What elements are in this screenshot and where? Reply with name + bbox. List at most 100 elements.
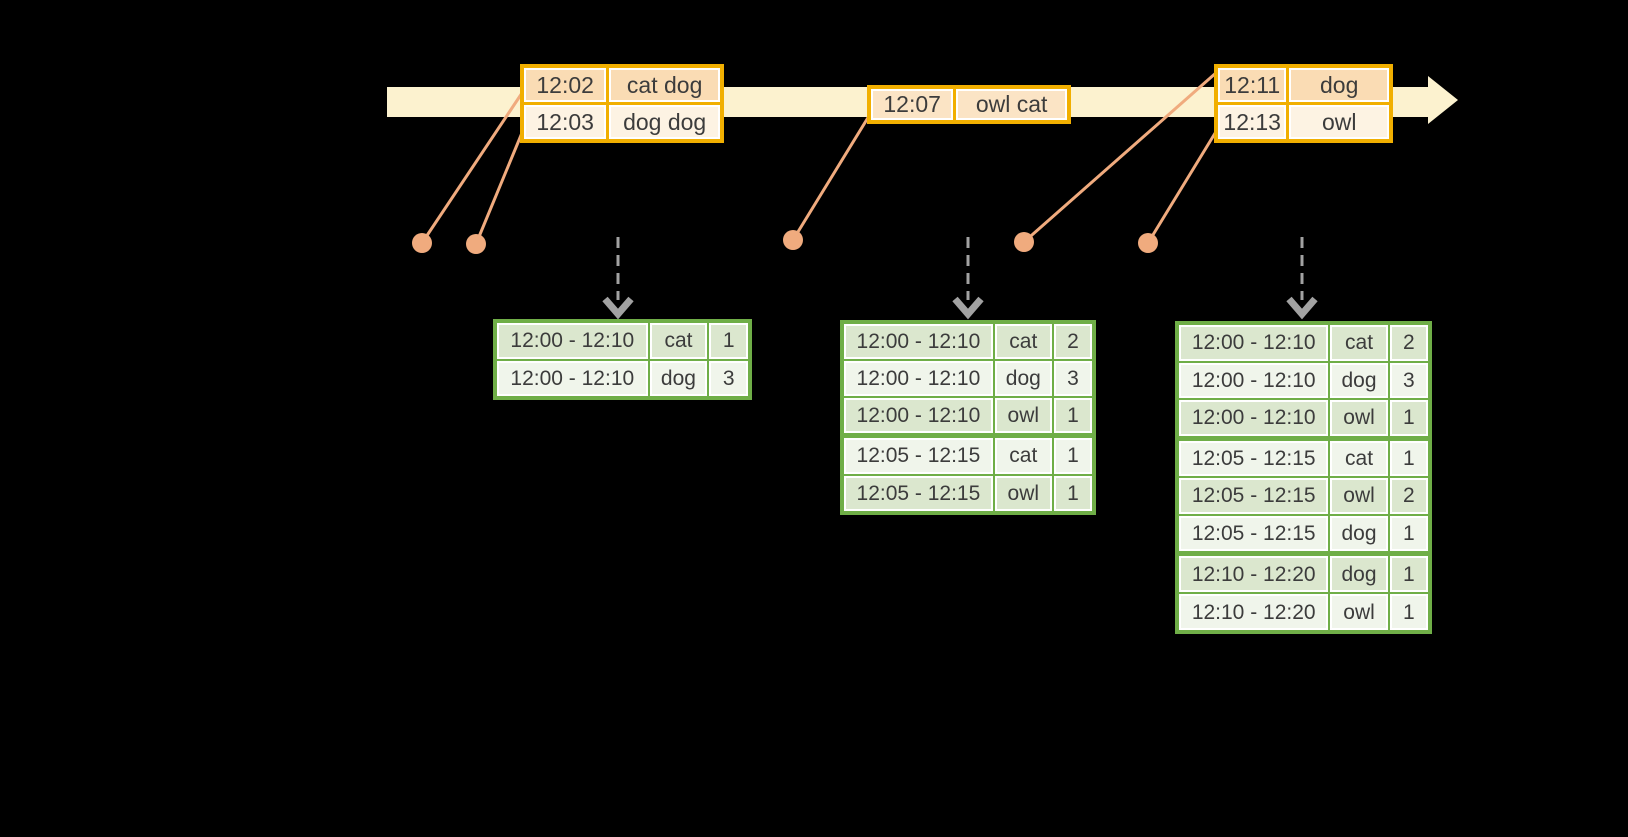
word: cat [1330,325,1388,361]
event-words: owl cat [956,89,1067,120]
window-range: 12:10 - 12:20 [1179,556,1329,593]
window-range: 12:00 - 12:10 [1179,362,1329,399]
arrow-down-icon [1286,296,1318,320]
word: owl [1330,594,1388,630]
event-words: dog [1289,68,1389,102]
count: 3 [709,360,748,396]
count: 1 [1053,398,1092,434]
word: cat [1330,440,1388,477]
event-time: 12:07 [871,89,954,120]
window-range: 12:00 - 12:10 [497,323,648,359]
word: dog [1330,515,1388,552]
count: 2 [1053,324,1092,360]
event-time: 12:03 [524,105,607,139]
word: owl [994,475,1052,512]
count: 2 [1389,478,1428,514]
connector-lines [420,70,1219,245]
event-dot [412,233,432,253]
connector-line [474,127,526,245]
word: cat [994,324,1052,360]
count: 1 [1053,438,1092,474]
event-dot [1014,232,1034,252]
connector-line [1023,70,1218,244]
word: owl [1330,400,1388,436]
event-time: 12:13 [1218,105,1287,139]
window-range: 12:00 - 12:10 [497,360,648,396]
event-words: cat dog [609,68,720,102]
word: cat [994,438,1052,474]
event-dot [1138,233,1158,253]
window-range: 12:05 - 12:15 [1179,440,1329,477]
timeline-arrowhead-icon [1428,76,1458,124]
connector-line [1146,129,1219,244]
count: 1 [1389,594,1428,630]
window-range: 12:00 - 12:10 [1179,325,1329,361]
event-dot [783,230,803,250]
event-dot [466,234,486,254]
count: 1 [1389,440,1428,477]
count: 3 [1053,361,1092,397]
window-range: 12:05 - 12:15 [1179,515,1329,552]
connector-line [420,89,526,244]
word: owl [1330,478,1388,514]
window-range: 12:05 - 12:15 [844,438,993,474]
trigger-arrows [602,237,1318,320]
word: dog [1330,556,1388,593]
arrow-down-icon [602,296,634,320]
window-range: 12:00 - 12:10 [1179,400,1329,436]
window-range: 12:05 - 12:15 [1179,478,1329,514]
count: 1 [1389,400,1428,436]
word: dog [649,360,708,396]
window-range: 12:00 - 12:10 [844,361,993,397]
connector-line [791,115,871,241]
event-time: 12:11 [1218,68,1287,102]
arrow-down-icon [952,296,984,320]
word: owl [994,398,1052,434]
word: dog [994,361,1052,397]
word: cat [649,323,708,359]
count: 1 [1389,515,1428,552]
window-range: 12:05 - 12:15 [844,475,993,512]
word: dog [1330,362,1388,399]
window-range: 12:00 - 12:10 [844,398,993,434]
event-words: owl [1289,105,1389,139]
event-time: 12:02 [524,68,607,102]
count: 1 [709,323,748,359]
event-words: dog dog [609,105,720,139]
count: 1 [1053,475,1092,512]
count: 2 [1389,325,1428,361]
count: 1 [1389,556,1428,593]
